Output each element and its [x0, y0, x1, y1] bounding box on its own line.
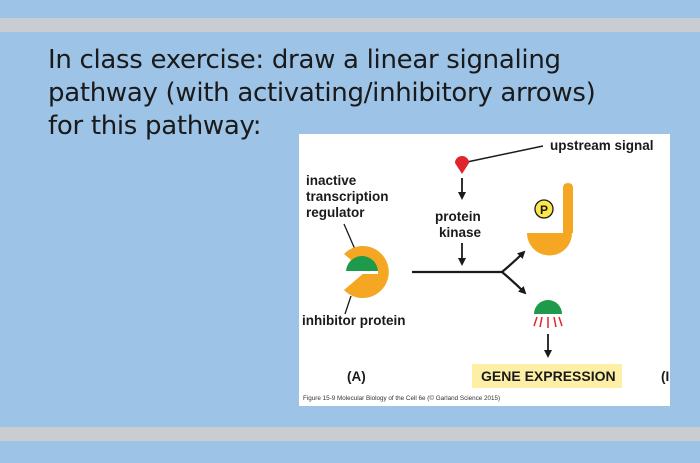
fork-upper: [501, 250, 526, 273]
panel-a-label: (A): [347, 369, 366, 384]
title-line-3: for this pathway:: [48, 111, 262, 141]
title-line-2: pathway (with activating/inhibitory arro…: [48, 78, 596, 108]
inactive-regulator-line-2: transcription: [306, 189, 389, 204]
inactive-regulator-line-1: inactive: [306, 173, 357, 188]
protein-kinase-line-2: kinase: [439, 225, 482, 240]
phosphorylated-inhibitor: [527, 183, 573, 256]
bottom-band: [0, 427, 700, 441]
figure-caption: Figure 15-9 Molecular Biology of the Cel…: [303, 394, 500, 402]
signal-molecule: [455, 156, 469, 174]
phosphate-label: P: [540, 203, 548, 217]
dna-binding-spikes: [533, 316, 563, 328]
top-band: [0, 18, 700, 32]
active-regulator: [534, 300, 562, 314]
upstream-signal-label: upstream signal: [550, 138, 654, 153]
slide-title: In class exercise: draw a linear signali…: [48, 44, 648, 143]
fork-lower: [501, 271, 527, 295]
protein-kinase-line-1: protein: [435, 209, 481, 224]
inactive-complex: [344, 246, 389, 298]
phosphate-circle: [534, 199, 554, 219]
signaling-figure: upstream signal protein kinase inactive …: [299, 134, 670, 406]
gene-expression-label: GENE EXPRESSION: [481, 368, 616, 384]
panel-b-label: (I: [661, 369, 669, 384]
gene-expression-box: [472, 364, 622, 388]
figure-drawing: upstream signal protein kinase inactive …: [302, 138, 669, 402]
title-line-1: In class exercise: draw a linear signali…: [48, 45, 561, 75]
signal-line: [466, 145, 544, 163]
inactive-regulator-line-3: regulator: [306, 205, 365, 220]
inhibitor-pointer: [344, 295, 352, 315]
inhibitor-protein-label: inhibitor protein: [302, 313, 406, 328]
